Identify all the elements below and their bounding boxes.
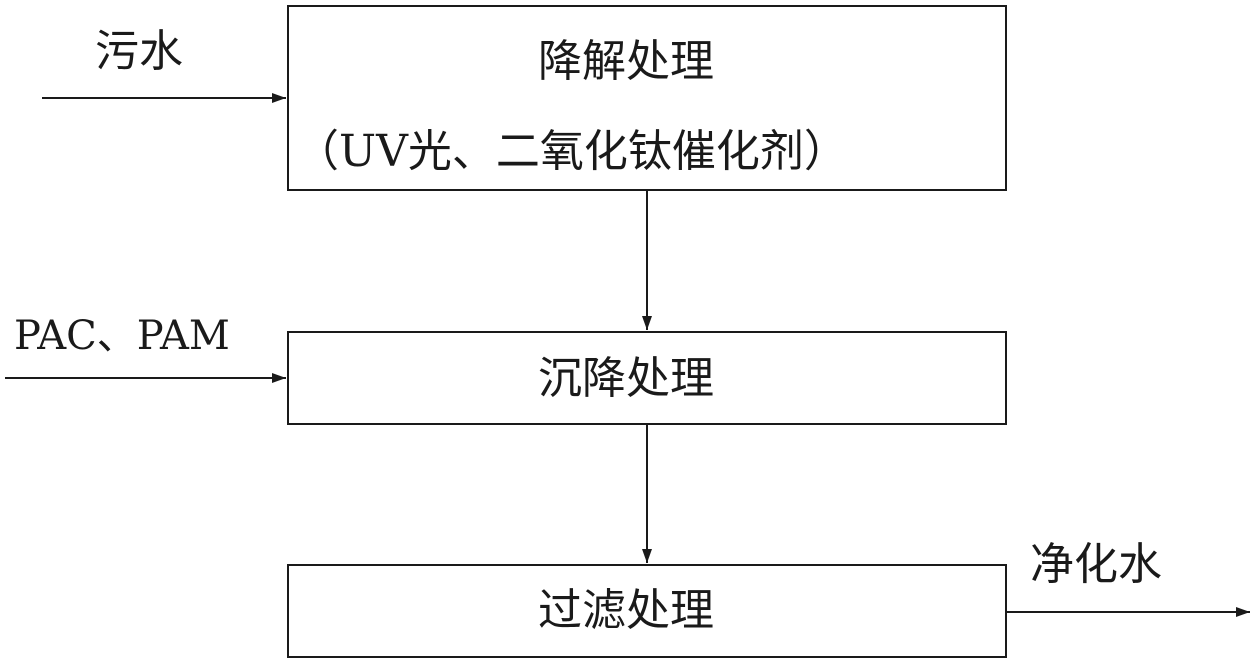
degradation-box bbox=[287, 5, 1007, 191]
purified-water-output-label: 净化水 bbox=[1030, 539, 1162, 590]
degradation-detail: （UV光、二氧化钛催化剂） bbox=[295, 126, 848, 177]
filtration-box bbox=[287, 564, 1007, 658]
degradation-title: 降解处理 bbox=[538, 36, 714, 87]
sedimentation-title: 沉降处理 bbox=[538, 353, 714, 404]
wastewater-input-label: 污水 bbox=[95, 26, 183, 77]
filtration-title: 过滤处理 bbox=[538, 585, 714, 636]
flocculants-input-label: PAC、PAM bbox=[14, 313, 230, 359]
sedimentation-box bbox=[287, 331, 1007, 425]
